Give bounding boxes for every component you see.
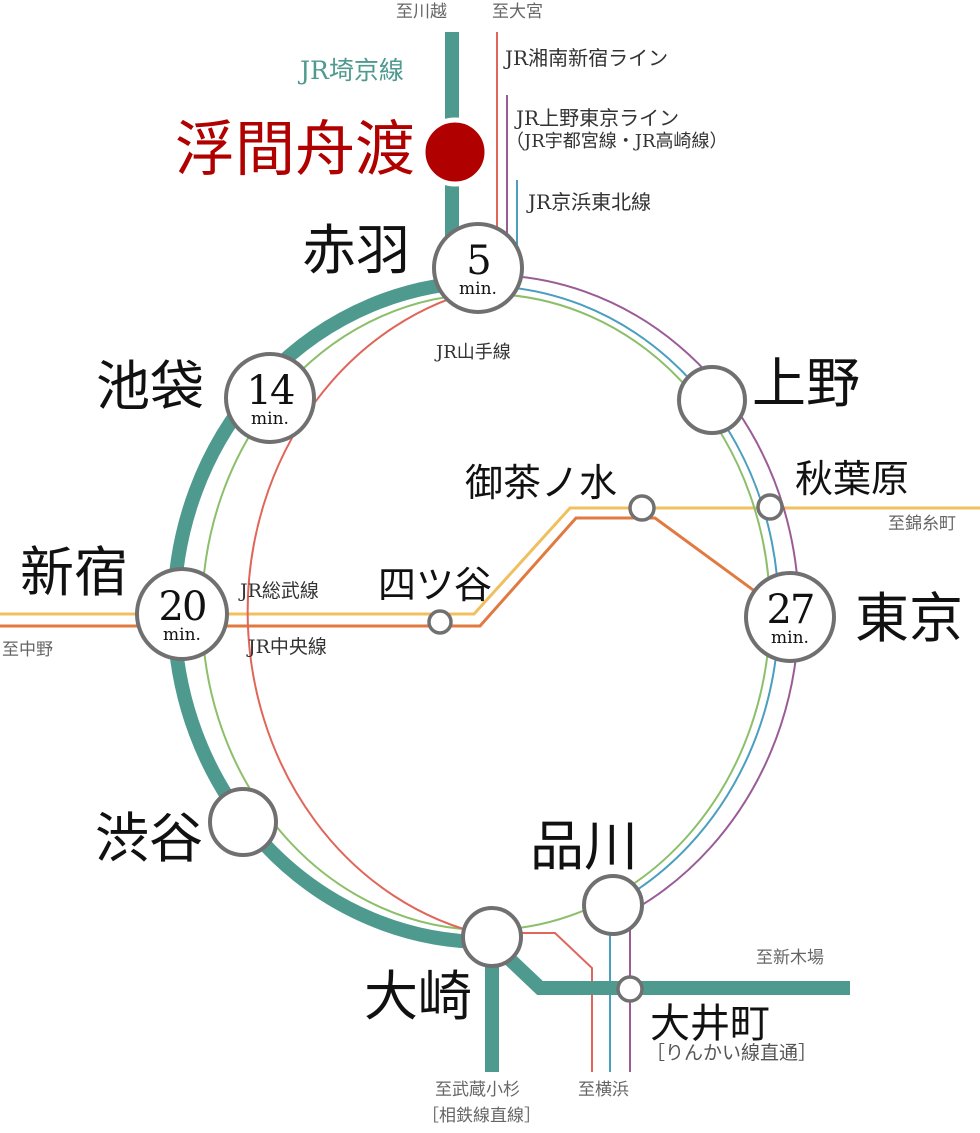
chuo-line-label: JR中央線 [248,636,327,658]
minutes-value: 20 [158,584,208,630]
dest-nakano: 至中野 [2,640,53,660]
yamanote-line-label: JR山手線 [436,342,511,363]
shonan-line-label: JR湘南新宿ライン [505,46,669,70]
yotsuya-station-marker[interactable] [427,609,453,635]
ueno-station-marker[interactable] [677,365,747,435]
shinjuku-name: 新宿 [20,541,128,604]
rinkai-note: ［りんかい線直通］ [646,1042,818,1064]
minutes-value: 27 [766,587,816,633]
shinagawa-station-marker[interactable] [582,874,644,936]
tokyo-name: 東京 [855,587,963,650]
akabane-station-marker[interactable] [432,222,524,314]
shibuya-name: 渋谷 [95,807,203,870]
dest-yokohama: 至横浜 [578,1080,629,1100]
osaki-name: 大崎 [364,965,472,1028]
ueno-tokyo-line-label: JR上野東京ライン [516,106,680,130]
ikebukuro-station-marker[interactable] [224,352,316,444]
minutes-unit: min. [459,279,497,299]
dest-kawagoe: 至川越 [396,2,447,22]
akihabara-station-marker[interactable] [756,493,784,521]
chuo-line [0,516,791,628]
minutes-unit: min. [163,625,201,645]
ueno-name: 上野 [752,352,860,415]
minutes-unit: min. [251,409,289,429]
osaki-station-marker[interactable] [461,906,523,968]
tokyo-station-marker[interactable] [744,571,836,663]
ochanomizu-station-marker[interactable] [628,494,656,522]
shinagawa-name: 品川 [530,815,638,878]
minutes-value: 5 [466,238,491,284]
oimachi-name: 大井町 [650,1001,770,1047]
yotsuya-name: 四ツ谷 [378,563,493,607]
sobu-line-label: JR総武線 [240,580,319,602]
sotetsu-note: ［相鉄線直線］ [422,1106,541,1126]
dest-omiya: 至大宮 [492,2,543,22]
akabane-name: 赤羽 [302,219,410,282]
dest-kinshicho: 至錦糸町 [888,514,956,534]
shonan-line [246,32,593,1072]
keihin-line-label: JR京浜東北線 [528,190,652,214]
minutes-unit: min. [771,628,809,648]
saikyo-line-label: JR埼京線 [300,56,404,85]
dest-shinkiba: 至新木場 [756,948,824,968]
ochanomizu-name: 御茶ノ水 [465,461,618,505]
origin-station-marker[interactable] [420,117,490,187]
origin-station-name: 浮間舟渡 [175,115,415,185]
shibuya-station-marker[interactable] [208,787,278,857]
shinjuku-station-marker[interactable] [135,567,229,661]
oimachi-station-marker[interactable] [616,975,644,1003]
minutes-value: 14 [246,368,296,414]
ueno-tokyo-line-sublabel: （JR宇都宮線・JR高崎線） [506,131,728,152]
akihabara-name: 秋葉原 [795,457,910,501]
ikebukuro-name: 池袋 [96,355,204,418]
dest-musashikosugi: 至武蔵小杉 [435,1080,520,1100]
